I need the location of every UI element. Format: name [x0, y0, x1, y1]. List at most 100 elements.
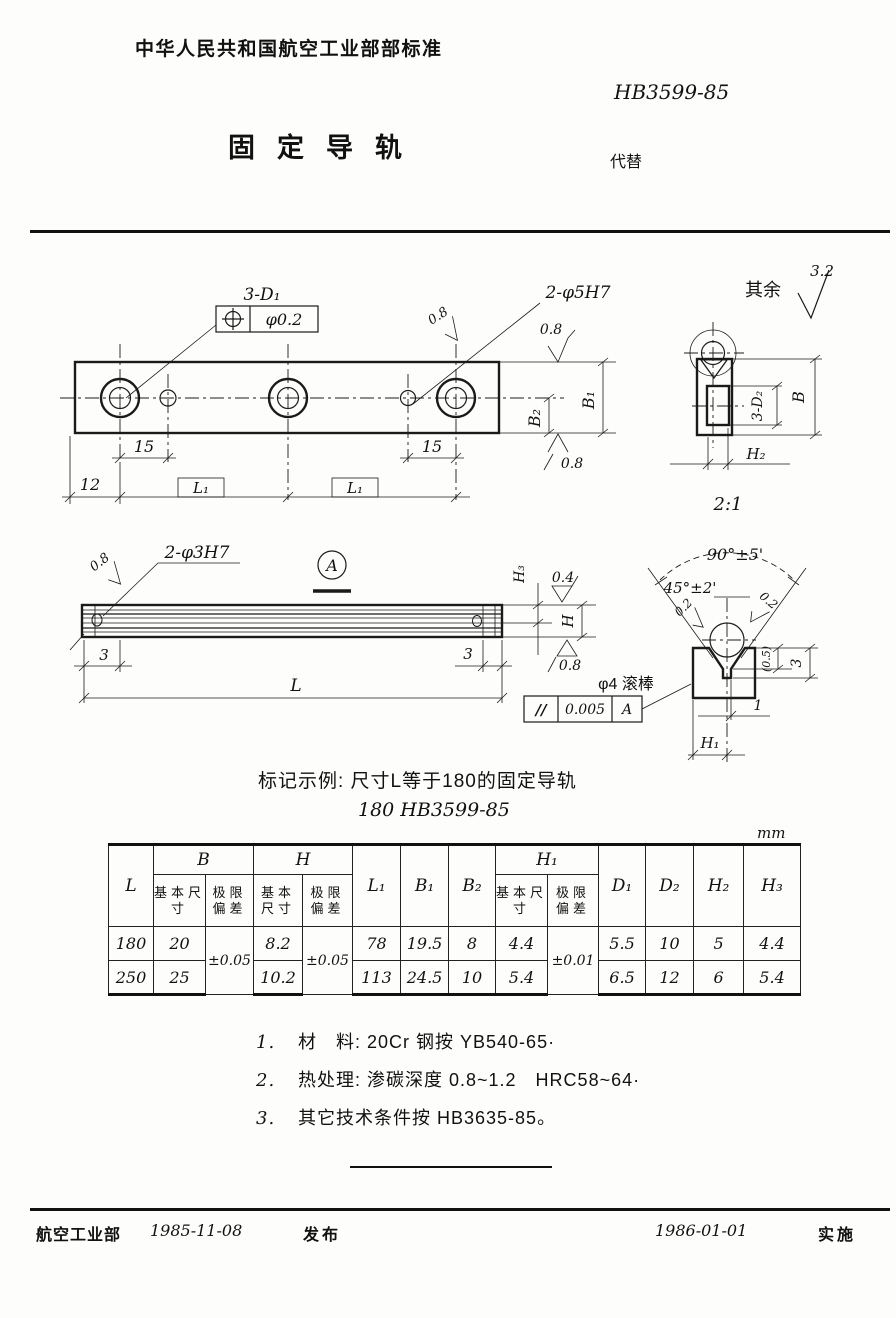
top-view: 3-D₁ φ0.2 2-φ5H7 0.8 0.8 [60, 283, 616, 504]
cell-l1: 78 [352, 926, 402, 961]
subheader-basic: 基本尺寸 [495, 874, 549, 927]
section-view: 其余 3.2 3-D₂ [670, 262, 834, 515]
dim-b-label: B [789, 391, 808, 404]
dim-h1-label: H₁ [699, 734, 719, 752]
dim-l1-right: L₁ [346, 479, 363, 497]
dim-1-label: 1 [754, 698, 763, 714]
surface-finish-icon: 0.8 [547, 639, 581, 674]
marking-example-line2: 180 HB3599-85 [358, 799, 510, 821]
surface-finish-icon: 0.8 [540, 322, 576, 363]
finish-value: 3.2 [810, 262, 834, 280]
section-scale-label: 2:1 [713, 494, 743, 515]
col-header-b2: B₂ [448, 843, 497, 927]
dimension-table: L B H L₁ B₁ B₂ H₁ D₁ D₂ H₂ H₃ 基本尺寸 极限偏差 … [108, 843, 802, 996]
cell-h2: 6 [693, 960, 745, 996]
cell-h2: 5 [693, 926, 745, 961]
dim-12-label: 12 [80, 475, 100, 494]
note-1: 1. 材 料: 20Cr 钢按 YB540-65· [256, 1028, 555, 1054]
callout-5h7-label: 2-φ5H7 [545, 283, 611, 303]
note-number: 1. [256, 1032, 276, 1053]
finish-value: 0.8 [561, 456, 583, 472]
footer-divider [30, 1208, 890, 1211]
subheader-basic: 基本尺寸 [153, 874, 206, 927]
footer-implementation-label: 实施 [818, 1227, 857, 1244]
cell-l: 250 [108, 960, 154, 996]
dim-b2-label: B₂ [525, 409, 544, 428]
note-text: 其它技术条件按 HB3635-85。 [298, 1108, 557, 1128]
dim-3-detail: 3 [789, 658, 805, 667]
note-text: 热处理: 渗碳深度 0.8~1.2 HRC58~64· [298, 1070, 641, 1090]
parallelism-tolerance: 0.005 [565, 702, 605, 718]
col-header-b: B [153, 843, 254, 875]
subheader-deviation: 极限偏差 [205, 874, 254, 927]
surface-finish-icon: 0.8 [87, 550, 122, 585]
footer-issue-date: 1985-11-08 [150, 1221, 243, 1240]
dim-3-right: 3 [463, 645, 473, 663]
finish-value: 0.8 [540, 322, 562, 338]
detail-view: 90°±5' 45°±2' 0.2 0.2 (0.5) [647, 545, 818, 762]
roller-note: φ4 滚棒 [598, 675, 654, 693]
cell-h-deviation: ±0.05 [301, 926, 354, 995]
notes-divider [350, 1166, 552, 1168]
dim-05-label: (0.5) [760, 646, 773, 672]
note-text: 材 料: 20Cr 钢按 YB540-65· [298, 1032, 556, 1052]
finish-value: 0.8 [87, 550, 113, 575]
view-a-label: A [324, 556, 338, 575]
cell-b2: 10 [448, 960, 497, 996]
cell-b-deviation: ±0.05 [205, 926, 254, 995]
finish-value: 0.8 [426, 305, 452, 329]
cell-b1: 24.5 [400, 960, 450, 996]
surface-finish-icon: 3.2 [797, 262, 834, 320]
col-header-d2: D₂ [645, 843, 695, 927]
col-header-l: L [108, 843, 154, 927]
footer-issue-label: 发布 [303, 1227, 342, 1244]
replaces-label: 代替 [610, 154, 643, 171]
dim-15-left: 15 [134, 437, 154, 456]
surface-finish-icon: 0.8 [543, 433, 583, 472]
note-number: 2. [256, 1070, 276, 1091]
cell-h3: 4.4 [743, 926, 802, 961]
dim-h3-label: H₃ [512, 565, 528, 584]
datum-reference: A [620, 702, 632, 718]
dim-l1-left: L₁ [192, 479, 209, 497]
position-tolerance-icon [222, 308, 244, 330]
cell-h3: 5.4 [743, 960, 802, 996]
footer-issuing-org: 航空工业部 [36, 1227, 122, 1244]
dim-3-left: 3 [99, 646, 109, 664]
surface-finish-icon: 0.8 [426, 305, 459, 342]
cell-l: 180 [108, 926, 154, 961]
surface-finish-icon: 0.2 [750, 589, 781, 623]
cell-h1: 5.4 [495, 960, 549, 996]
cell-b: 20 [153, 926, 206, 961]
cell-d2: 10 [645, 926, 695, 961]
dim-l-label: L [289, 676, 301, 696]
table-unit-label: mm [757, 824, 786, 842]
cell-h: 8.2 [253, 926, 303, 961]
standard-number: HB3599-85 [614, 80, 730, 104]
position-tolerance-value: φ0.2 [266, 310, 303, 329]
subheader-deviation: 极限偏差 [301, 874, 354, 927]
cell-d1: 5.5 [598, 926, 647, 961]
angle-45-label: 45°±2' [663, 579, 717, 597]
subheader-basic: 基本尺寸 [253, 874, 303, 927]
cell-h: 10.2 [253, 960, 303, 996]
finish-value: 0.8 [559, 658, 581, 674]
cell-b: 25 [153, 960, 206, 996]
subheader-deviation: 极限偏差 [547, 874, 600, 927]
callout-d1-label: 3-D₁ [243, 285, 280, 305]
finish-value: 0.2 [757, 589, 781, 612]
cell-b1: 19.5 [400, 926, 450, 961]
others-finish-label: 其余 [745, 280, 781, 300]
col-header-h1: H₁ [495, 843, 600, 875]
surface-finish-icon: 0.4 [551, 570, 579, 603]
cell-h1: 4.4 [495, 926, 549, 961]
col-header-b1: B₁ [400, 843, 450, 927]
callout-3h7-label: 2-φ3H7 [164, 543, 230, 563]
note-3: 3.其它技术条件按 HB3635-85。 [256, 1104, 556, 1130]
header-divider [30, 230, 890, 233]
finish-value: 0.4 [552, 570, 574, 586]
col-header-h: H [252, 843, 354, 875]
dim-h-label: H [559, 614, 577, 629]
col-header-d1: D₁ [598, 843, 647, 927]
